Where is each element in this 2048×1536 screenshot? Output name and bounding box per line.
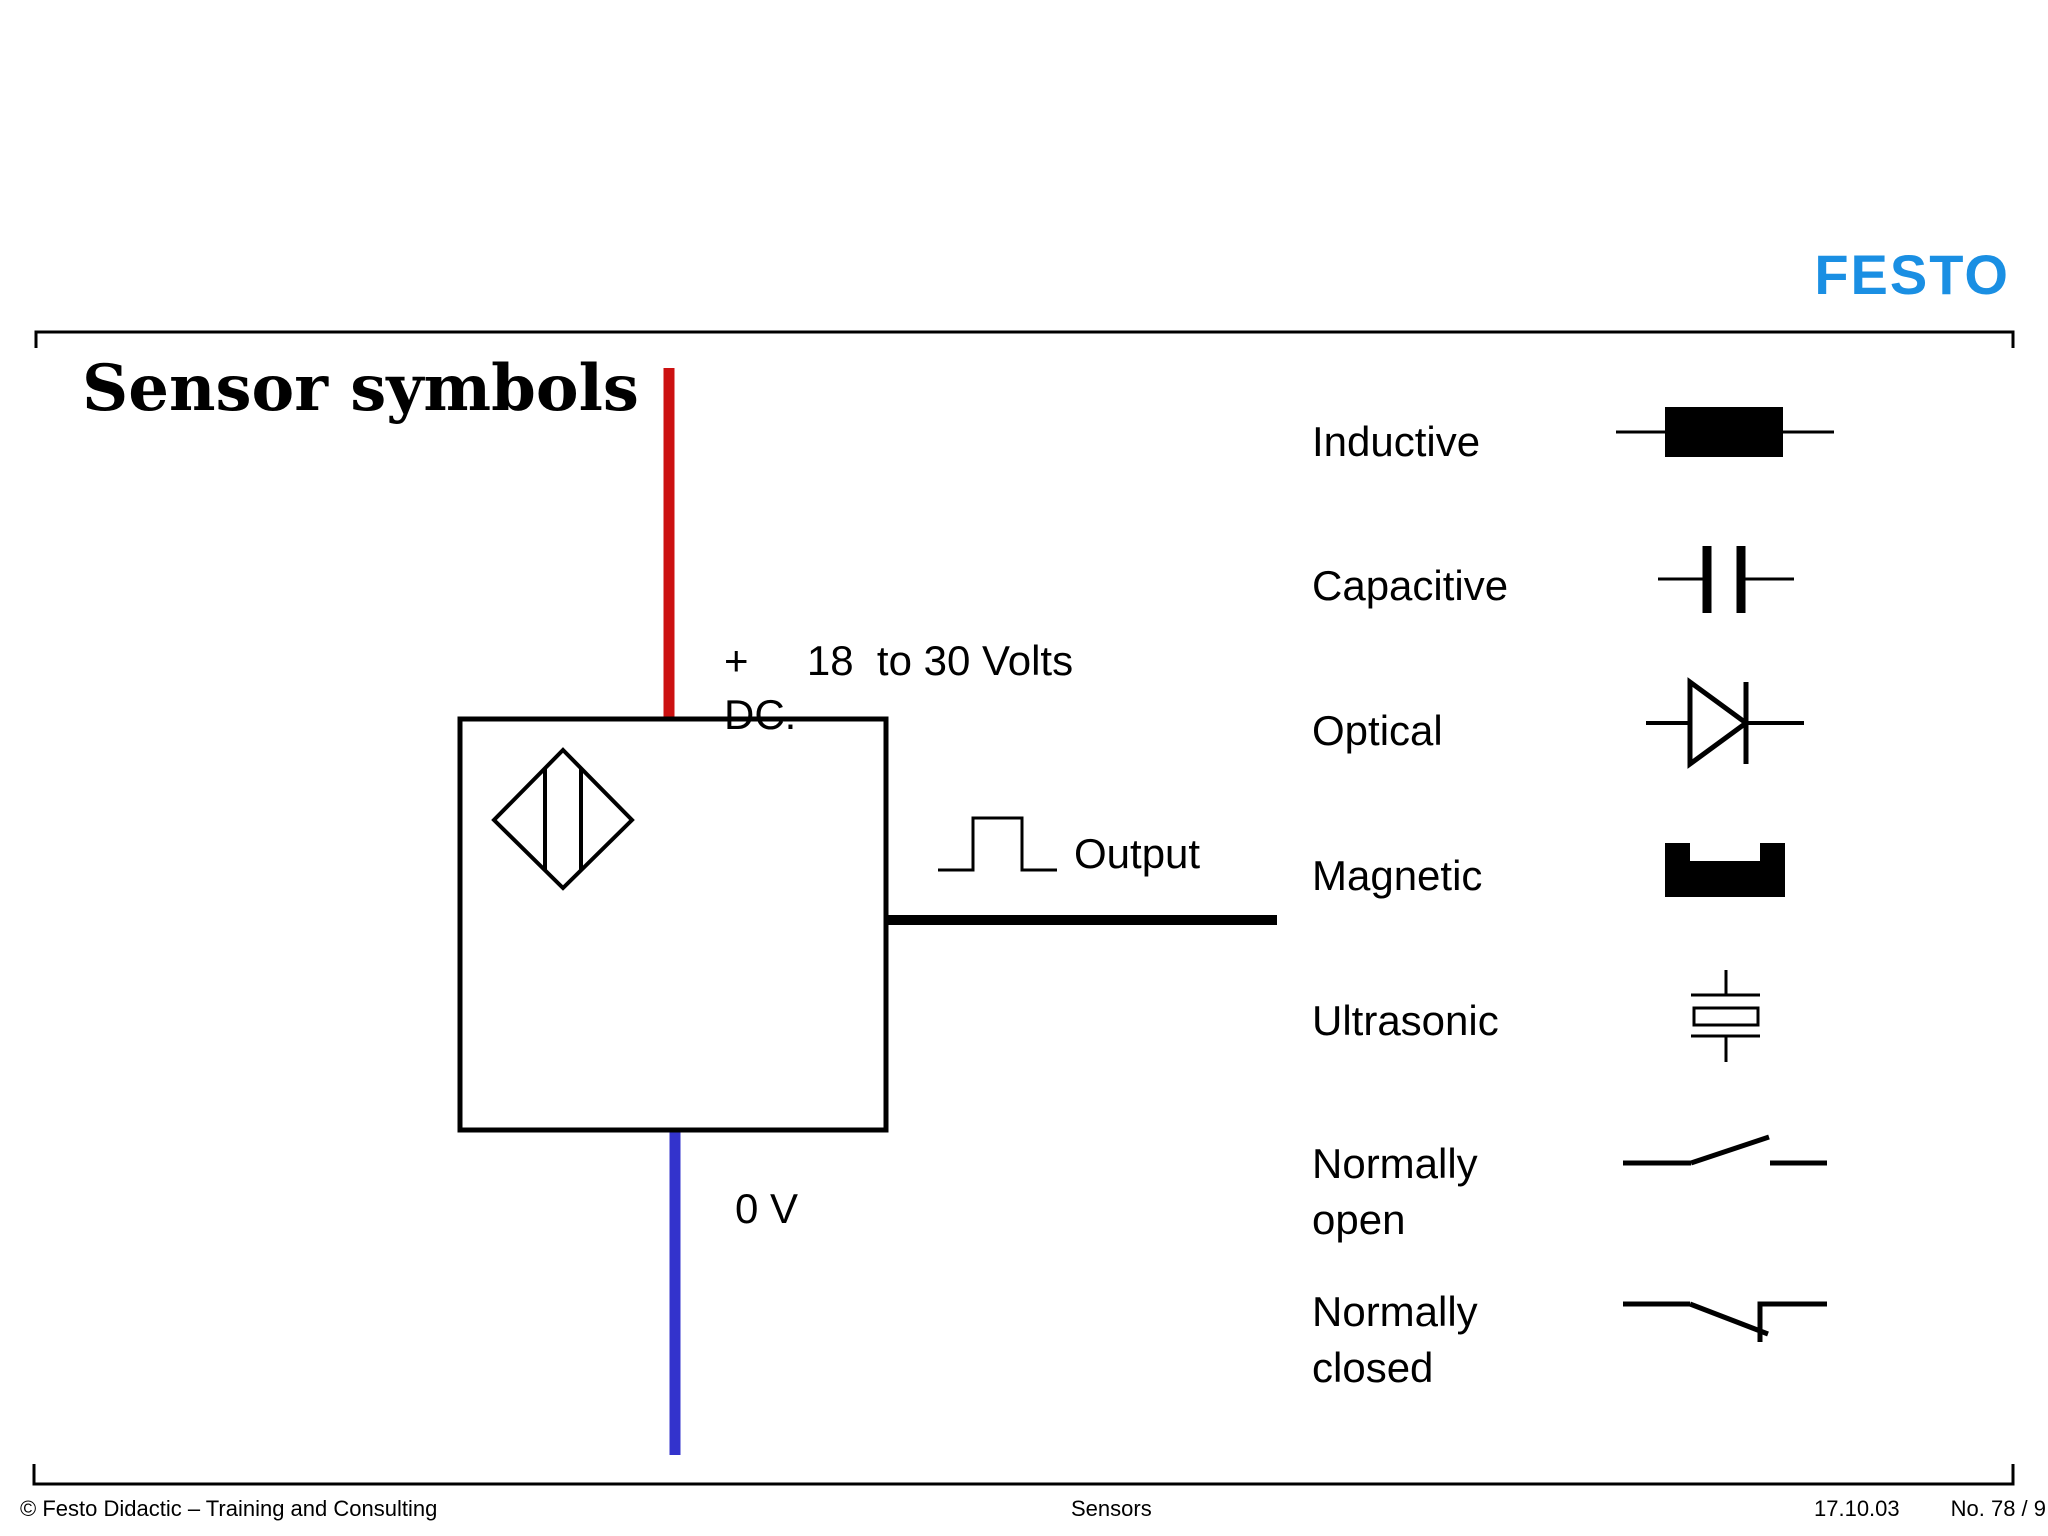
output-label: Output [1074, 830, 1200, 877]
footer-copyright: © Festo Didactic – Training and Consulti… [20, 1496, 437, 1521]
legend-label-normally-open-line1: Normally [1312, 1140, 1478, 1187]
output-pulse-icon [938, 816, 1057, 872]
capacitive-symbol-icon [1658, 546, 1794, 613]
legend-label-magnetic: Magnetic [1312, 852, 1482, 899]
supply-voltage-label: + 18 to 30 Volts [724, 637, 1073, 684]
legend-label-normally-open-line2: open [1312, 1196, 1405, 1243]
legend-label-capacitive: Capacitive [1312, 562, 1508, 609]
footer-page-number: No. 78 / 9 [1951, 1496, 2046, 1521]
slide-title: Sensor symbols [82, 351, 639, 426]
magnetic-symbol-icon [1665, 843, 1785, 897]
ultrasonic-symbol-icon [1691, 970, 1760, 1062]
supply-voltage-label-dc: DC. [724, 691, 796, 738]
footer-date: 17.10.03 [1814, 1496, 1900, 1521]
sensor-body [457, 716, 889, 1133]
legend-label-inductive: Inductive [1312, 418, 1480, 465]
legend: Inductive Capacitive Optical Magnetic Ul… [1312, 418, 1508, 1391]
optical-diode-symbol-icon [1646, 677, 1804, 769]
proximity-sensor-icon [491, 747, 635, 891]
legend-label-normally-closed-line2: closed [1312, 1344, 1433, 1391]
legend-label-normally-closed-line1: Normally [1312, 1288, 1478, 1335]
legend-label-ultrasonic: Ultrasonic [1312, 997, 1499, 1044]
header-frame [34, 330, 2015, 348]
inductive-symbol-icon [1616, 407, 1834, 457]
ground-voltage-label: 0 V [735, 1185, 798, 1232]
festo-logo: FESTO [1814, 243, 2010, 306]
normally-closed-switch-symbol-icon [1623, 1301, 1827, 1342]
normally-open-switch-symbol-icon [1623, 1134, 1827, 1166]
legend-label-optical: Optical [1312, 707, 1443, 754]
footer-topic: Sensors [1071, 1496, 1152, 1521]
footer-frame [32, 1464, 2015, 1486]
